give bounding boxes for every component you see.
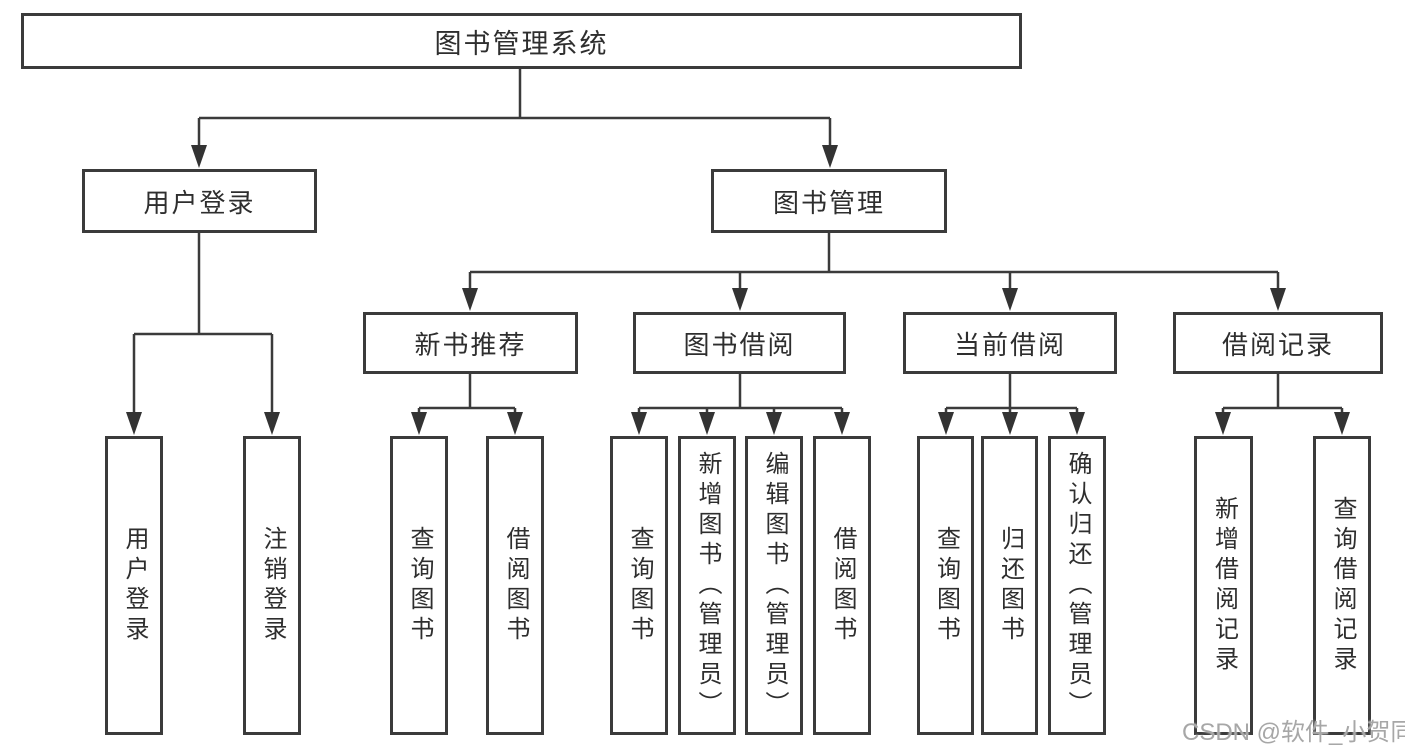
node-label: 图书管理系统 (434, 28, 609, 59)
node-book-borrow: 图书借阅 (633, 312, 846, 374)
node-label: 图书管理 (772, 187, 885, 218)
leaf-label: 归还图书 (996, 525, 1024, 646)
leaf-borrow-books-recommend: 借阅图书 (486, 436, 544, 735)
leaf-label: 查询图书 (932, 525, 960, 646)
leaf-label: 用户登录 (121, 525, 148, 646)
node-current-borrow: 当前借阅 (903, 312, 1117, 374)
node-book-management-branch: 图书管理 (711, 169, 947, 233)
node-root-system: 图书管理系统 (21, 13, 1022, 69)
node-label: 图书借阅 (683, 329, 796, 360)
node-label: 当前借阅 (953, 329, 1066, 360)
leaf-label: 注销登录 (259, 525, 286, 646)
leaf-query-books-recommend: 查询图书 (390, 436, 448, 735)
leaf-label: 查询图书 (406, 525, 433, 646)
leaf-query-borrow-record: 查询借阅记录 (1313, 436, 1371, 735)
leaf-label: 新增借阅记录 (1210, 495, 1238, 676)
leaf-label: 查询图书 (626, 525, 653, 646)
leaf-label: 确认归还（管理员） (1064, 450, 1091, 721)
node-label: 借阅记录 (1221, 329, 1334, 360)
node-user-login-branch: 用户登录 (82, 169, 317, 233)
leaf-return-books: 归还图书 (981, 436, 1038, 735)
leaf-logout: 注销登录 (243, 436, 301, 735)
leaf-label: 借阅图书 (502, 525, 529, 646)
leaf-add-books-admin: 新增图书（管理员） (678, 436, 736, 735)
leaf-edit-books-admin: 编辑图书（管理员） (745, 436, 803, 735)
node-borrow-records: 借阅记录 (1173, 312, 1383, 374)
leaf-query-books-borrow: 查询图书 (610, 436, 668, 735)
leaf-label: 借阅图书 (829, 525, 856, 646)
node-new-book-recommend: 新书推荐 (363, 312, 578, 374)
leaf-label: 编辑图书（管理员） (761, 450, 788, 721)
leaf-user-login: 用户登录 (105, 436, 163, 735)
leaf-label: 新增图书（管理员） (694, 450, 721, 721)
leaf-borrow-books: 借阅图书 (813, 436, 871, 735)
leaf-query-books-current: 查询图书 (917, 436, 974, 735)
node-label: 新书推荐 (414, 329, 527, 360)
leaf-confirm-return-admin: 确认归还（管理员） (1048, 436, 1106, 735)
node-label: 用户登录 (143, 187, 256, 218)
leaf-label: 查询借阅记录 (1329, 495, 1356, 676)
leaf-add-borrow-record: 新增借阅记录 (1194, 436, 1253, 735)
csdn-watermark: CSDN @软件_小贺同学 (1182, 719, 1405, 746)
